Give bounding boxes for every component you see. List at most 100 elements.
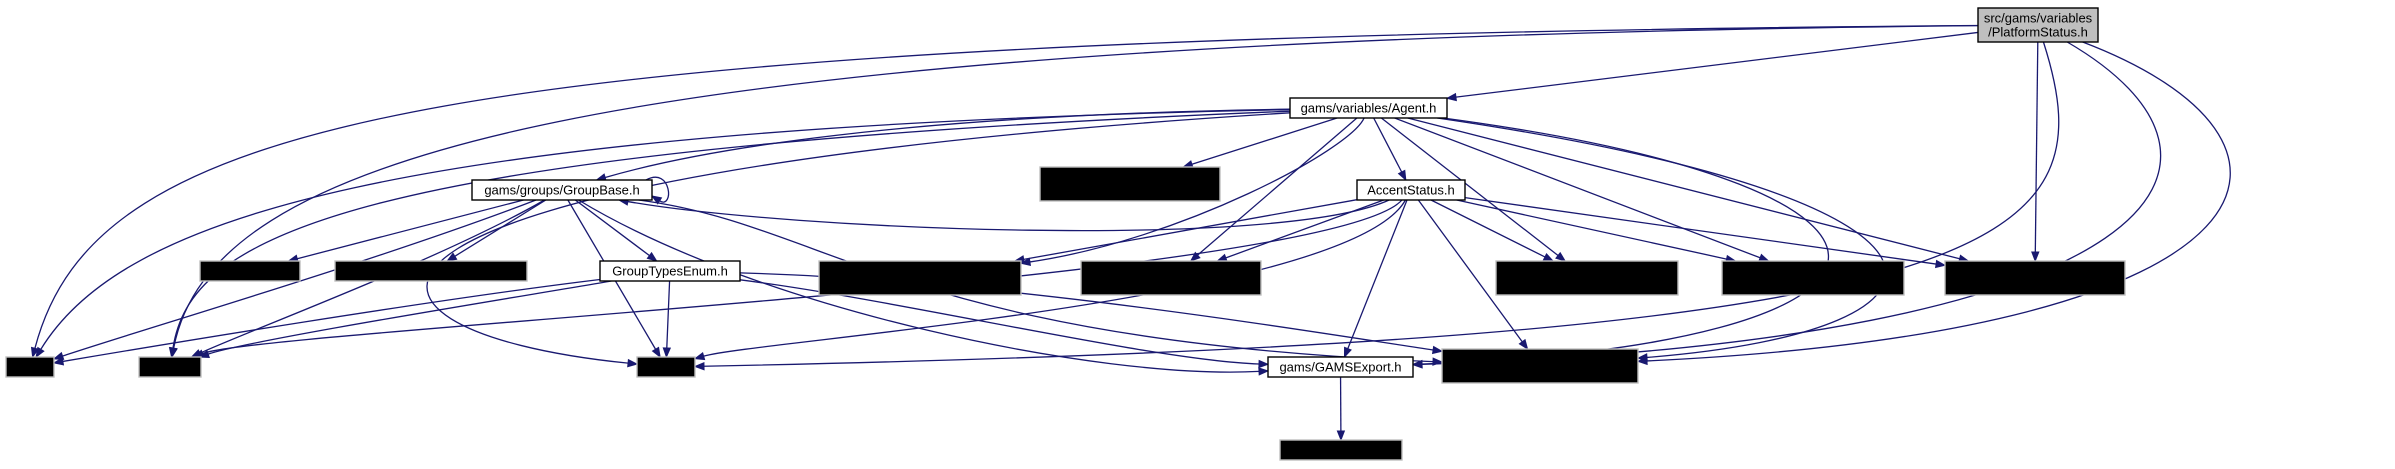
edge-platform-status-to-agent xyxy=(1445,31,1979,102)
node-platform-status[interactable]: src/gams/variables/PlatformStatus.h xyxy=(1977,7,2099,43)
node-label: /Map.h xyxy=(1110,184,1150,199)
edge-line xyxy=(62,278,601,363)
arrowhead xyxy=(1432,357,1444,366)
edge-agent-to-integer-containers xyxy=(1407,117,1970,263)
node-global-logger: gams/loggers/GlobalLogger.h xyxy=(334,260,528,282)
edge-line xyxy=(1191,117,1338,165)
edge-line xyxy=(1197,117,1358,256)
node-label: /Double.h xyxy=(1559,278,1615,293)
node-string-containers: madara/knowledge/containers/String.h xyxy=(1721,260,1905,296)
arrowhead xyxy=(198,349,210,358)
edge-line xyxy=(1380,117,1559,256)
node-box xyxy=(636,356,696,378)
node-box xyxy=(1279,439,1403,461)
edge-line xyxy=(1417,199,1523,343)
node-label: /Vector.h xyxy=(1146,278,1197,293)
node-box xyxy=(1721,260,1905,296)
edge-agent-to-vector-containers xyxy=(1189,117,1358,262)
node-string: string xyxy=(636,356,696,378)
node-group-base[interactable]: gams/groups/GroupBase.h xyxy=(471,179,653,201)
arrowhead xyxy=(693,351,706,361)
edge-agent-to-gams-export xyxy=(1411,117,1830,369)
node-label: ace/config-all.h xyxy=(1297,443,1384,458)
node-label: madara/knowledge/containers xyxy=(833,264,1007,279)
edge-agent-to-knowledge-base xyxy=(1437,117,1887,362)
arrowhead xyxy=(1411,359,1423,369)
node-ace-config: ace/config-all.h xyxy=(1279,439,1403,461)
node-double-containers: madara/knowledge/containers/Double.h xyxy=(1495,260,1679,296)
edge-line xyxy=(1455,31,1979,98)
arrowhead xyxy=(35,346,45,359)
node-label: gams/groups/GroupBase.h xyxy=(484,183,639,198)
arrowhead xyxy=(1397,169,1407,182)
node-group-base-inl: GroupBase.inl xyxy=(199,260,301,282)
edge-platform-status-to-map xyxy=(30,24,1979,359)
arrowhead xyxy=(1542,252,1555,262)
edge-line xyxy=(40,108,1291,350)
edge-line xyxy=(1029,117,1365,263)
node-box xyxy=(1944,260,2126,296)
node-label: GroupBase.inl xyxy=(209,264,291,279)
arrowhead xyxy=(627,358,639,368)
edge-agent-to-double-containers xyxy=(1380,117,1567,262)
edge-line xyxy=(454,199,547,257)
node-native-double-vector: madara/knowledge/containers/NativeDouble… xyxy=(818,260,1022,296)
arrowhead xyxy=(1431,345,1444,355)
node-accent-status[interactable]: AccentStatus.h xyxy=(1356,179,1466,201)
edge-accent-status-to-string xyxy=(693,199,1407,361)
arrowhead xyxy=(1216,253,1228,262)
edge-line xyxy=(666,280,671,349)
arrowhead xyxy=(646,251,658,262)
node-box xyxy=(5,356,55,378)
node-box xyxy=(1039,166,1221,202)
node-label: gams/variables/Agent.h xyxy=(1301,101,1437,116)
node-box xyxy=(1977,7,2099,43)
nodes-layer: src/gams/variables/PlatformStatus.h gams/… xyxy=(5,7,2126,461)
edge-line xyxy=(1456,199,1727,260)
edge-line xyxy=(1373,117,1403,173)
arrowhead xyxy=(1935,259,1947,269)
edge-line xyxy=(62,199,537,357)
node-label: madara/knowledge/containers xyxy=(1726,264,1900,279)
arrowhead xyxy=(1636,353,1648,362)
node-gams-export[interactable]: gams/GAMSExport.h xyxy=(1267,356,1414,378)
node-vector-containers: madara/knowledge/containers/Vector.h xyxy=(1080,260,1262,296)
arrowhead xyxy=(1343,346,1352,359)
node-label: madara/knowledge/containers xyxy=(1043,170,1217,185)
node-label: vector xyxy=(152,360,188,375)
node-box xyxy=(334,260,528,282)
arrowhead xyxy=(1555,251,1567,262)
edge-group-types-enum-to-gams-export xyxy=(739,279,1270,369)
node-agent[interactable]: gams/variables/Agent.h xyxy=(1289,97,1448,119)
edge-platform-status-to-string xyxy=(693,41,2060,371)
arrowhead xyxy=(30,346,40,359)
edge-line xyxy=(1421,117,1830,365)
edge-line xyxy=(1646,41,2231,362)
edge-line xyxy=(1430,199,1546,258)
node-label: GroupTypesEnum.h xyxy=(612,264,728,279)
edge-agent-to-map-containers xyxy=(1182,117,1338,169)
node-box xyxy=(471,179,653,201)
node-box xyxy=(1356,179,1466,201)
arrowhead xyxy=(445,252,458,262)
edge-group-base-to-map xyxy=(52,199,537,360)
edge-line xyxy=(1421,41,2162,366)
node-box xyxy=(1289,97,1448,119)
node-group-types-enum[interactable]: GroupTypesEnum.h xyxy=(599,260,741,282)
arrowhead xyxy=(693,361,705,371)
arrowhead xyxy=(1258,367,1270,376)
edge-gams-export-to-ace-config xyxy=(1336,376,1346,442)
edge-line xyxy=(202,199,1403,355)
arrowhead xyxy=(1336,430,1346,442)
edge-accent-status-to-native-double-vector xyxy=(1013,199,1358,264)
arrowhead xyxy=(662,347,672,359)
edge-agent-to-string xyxy=(426,112,1291,368)
node-label: madara/knowledge/containers xyxy=(1500,264,1674,279)
edge-line xyxy=(645,176,670,203)
edge-line xyxy=(2034,41,2039,253)
edge-line xyxy=(172,110,1291,349)
edge-group-base-to-gams-export xyxy=(578,199,1270,376)
node-label: /PlatformStatus.h xyxy=(1988,25,2088,40)
node-label: map xyxy=(17,360,42,375)
